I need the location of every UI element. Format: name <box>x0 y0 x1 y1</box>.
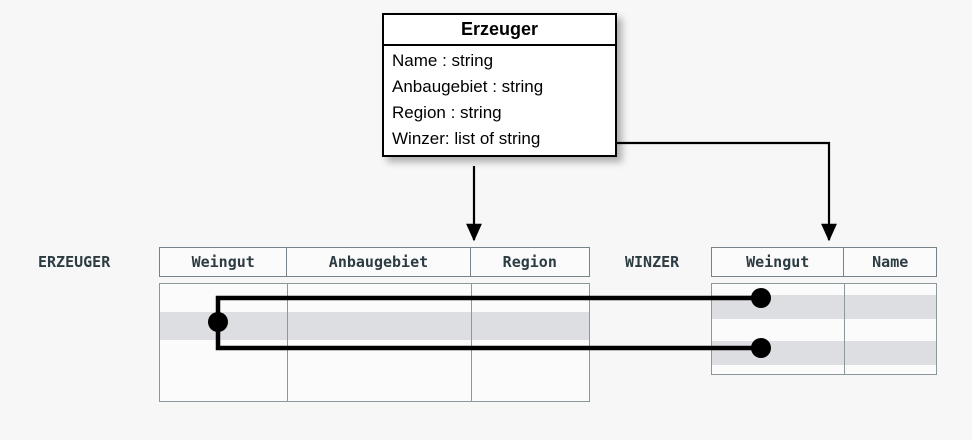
column-divider <box>287 284 288 401</box>
table-label-erzeuger: ERZEUGER <box>38 253 111 271</box>
column-header-weingut: Weingut <box>160 248 288 276</box>
column-header-anbaugebiet: Anbaugebiet <box>287 248 471 276</box>
table-header-winzer: Weingut Name <box>711 247 937 277</box>
column-header-weingut: Weingut <box>712 248 845 276</box>
column-divider <box>471 284 472 401</box>
uml-attribute-region: Region : string <box>392 103 502 122</box>
table-row <box>160 312 589 340</box>
uml-class-box-erzeuger: Erzeuger Name : string Anbaugebiet : str… <box>382 13 617 157</box>
arrow-winzer-attribute-to-winzer-table <box>612 141 837 242</box>
table-body-winzer <box>711 283 937 375</box>
table-body-erzeuger <box>159 283 590 402</box>
uml-attribute-anbaugebiet: Anbaugebiet : string <box>392 77 544 96</box>
table-header-erzeuger: Weingut Anbaugebiet Region <box>159 247 590 277</box>
table-row <box>712 341 936 365</box>
column-header-name: Name <box>872 253 909 271</box>
column-header-region: Region <box>502 253 557 271</box>
table-label-winzer: WINZER <box>625 253 680 271</box>
table-row <box>712 295 936 319</box>
uml-class-name: Erzeuger <box>384 15 615 46</box>
column-divider <box>844 284 845 374</box>
uml-attribute-winzer: Winzer: list of string <box>392 129 541 148</box>
uml-attribute-list: Name : string Anbaugebiet : string Regio… <box>384 46 615 155</box>
uml-attribute-name: Name : string <box>392 51 494 70</box>
